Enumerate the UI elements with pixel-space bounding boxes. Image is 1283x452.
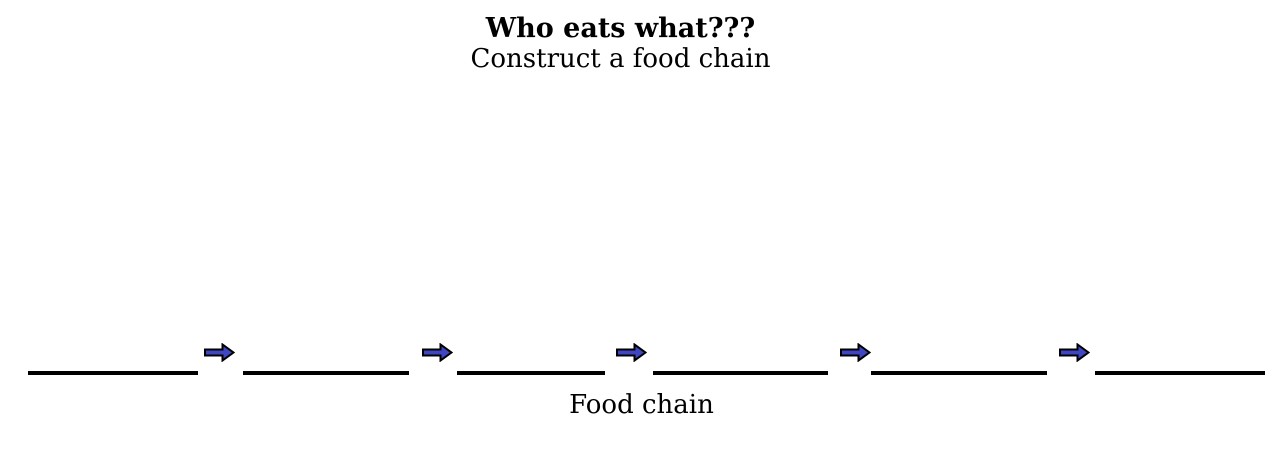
header: Who eats what??? Construct a food chain xyxy=(0,13,1241,75)
right-arrow-icon xyxy=(616,342,648,363)
food-chain-label: Food chain xyxy=(569,390,714,420)
page-subtitle: Construct a food chain xyxy=(470,44,771,74)
page-title: Who eats what??? xyxy=(485,13,756,44)
blank-slot-4[interactable] xyxy=(653,371,828,375)
blank-slot-2[interactable] xyxy=(243,371,409,375)
right-arrow-icon xyxy=(422,342,454,363)
right-arrow-icon xyxy=(840,342,872,363)
blank-slot-6[interactable] xyxy=(1095,371,1265,375)
right-arrow-icon xyxy=(204,342,236,363)
right-arrow-icon xyxy=(1059,342,1091,363)
blank-slot-1[interactable] xyxy=(28,371,198,375)
blank-slot-5[interactable] xyxy=(871,371,1047,375)
blank-slot-3[interactable] xyxy=(457,371,605,375)
